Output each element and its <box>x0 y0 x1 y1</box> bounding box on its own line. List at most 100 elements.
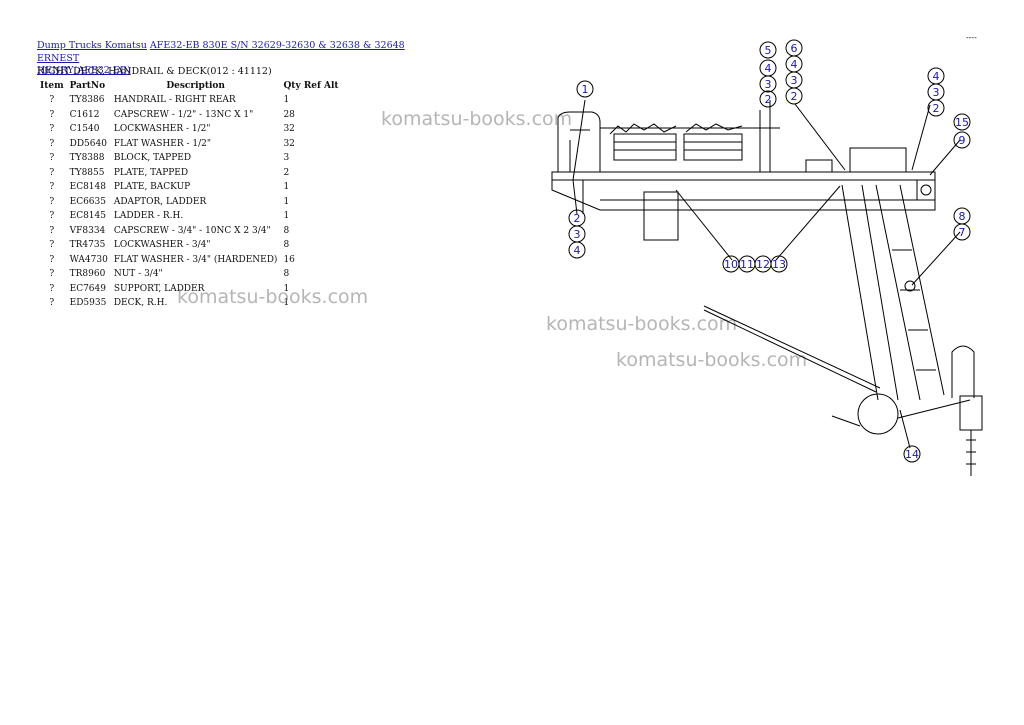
cell-part-number: DD5640 <box>69 138 107 149</box>
callout-number: 4 <box>574 244 581 257</box>
callout-bubble: 8 <box>953 207 971 225</box>
callout-bubble: 5 <box>759 41 777 59</box>
callout-number: 3 <box>765 78 772 91</box>
callout-number: 2 <box>933 102 940 115</box>
cell-description: PLATE, BACKUP <box>113 182 191 193</box>
cell-qty: 16 <box>283 254 295 265</box>
cell-item: ? <box>49 124 55 135</box>
callout-number: 2 <box>765 93 772 106</box>
cell-part-number: TY8386 <box>69 95 105 106</box>
cell-item: ? <box>49 153 55 164</box>
cell-description: DECK, R.H. <box>113 298 168 309</box>
table-row: ? TY8388 BLOCK, TAPPED 3 <box>37 151 342 166</box>
cell-qty: 1 <box>283 283 290 294</box>
cell-qty: 1 <box>283 211 290 222</box>
cell-part-number: TR8960 <box>69 269 106 280</box>
cell-description: LADDER - R.H. <box>113 211 184 222</box>
cell-item: ? <box>49 298 55 309</box>
cell-item: ? <box>49 182 55 193</box>
callout-number: 3 <box>933 86 940 99</box>
callout-number: 9 <box>959 134 966 147</box>
cell-qty: 1 <box>283 182 290 193</box>
cell-part-number: TY8855 <box>69 167 105 178</box>
column-header-qty: Qty Ref Alt <box>283 80 339 91</box>
cell-description: ADAPTOR, LADDER <box>113 196 207 207</box>
callout-number: 2 <box>791 90 798 103</box>
column-header-partno: PartNo <box>69 80 106 91</box>
callout-bubble: 4 <box>568 241 586 259</box>
callout-bubble: 11 <box>738 255 756 273</box>
table-row: ? C1540 LOCKWASHER - 1/2" 32 <box>37 122 342 137</box>
callout-bubble: 15 <box>953 113 971 131</box>
callout-number: 6 <box>791 42 798 55</box>
cell-description: LOCKWASHER - 1/2" <box>113 124 211 135</box>
cell-description: CAPSCREW - 3/4" - 10NC X 2 3/4" <box>113 225 271 236</box>
callout-bubble: 3 <box>759 75 777 93</box>
callout-number: 5 <box>765 44 772 57</box>
cell-part-number: VF8334 <box>69 225 106 236</box>
callout-number: 3 <box>791 74 798 87</box>
callout-number: 1 <box>582 83 589 96</box>
callout-bubble: 2 <box>785 87 803 105</box>
cell-qty: 32 <box>283 124 295 135</box>
cell-description: PLATE, TAPPED <box>113 167 189 178</box>
callout-number: 4 <box>791 58 798 71</box>
callout-number: 7 <box>959 226 966 239</box>
callout-number: 10 <box>724 258 738 271</box>
cell-item: ? <box>49 138 55 149</box>
breadcrumb-link-model-code[interactable]: HENRY(AFE32-EB) <box>37 65 131 76</box>
cell-item: ? <box>49 167 55 178</box>
cell-qty: 8 <box>283 240 290 251</box>
callout-bubble: 4 <box>785 55 803 73</box>
column-header-item: Item <box>40 80 64 91</box>
cell-description: CAPSCREW - 1/2" - 13NC X 1" <box>113 109 254 120</box>
callout-bubble: 12 <box>754 255 772 273</box>
cell-qty: 8 <box>283 225 290 236</box>
callout-number: 11 <box>740 258 754 271</box>
cell-part-number: EC8145 <box>69 211 106 222</box>
cell-description: FLAT WASHER - 3/4" (HARDENED) <box>113 254 278 265</box>
cell-item: ? <box>49 240 55 251</box>
callout-bubble: 2 <box>568 209 586 227</box>
callout-bubble: 10 <box>722 255 740 273</box>
cell-description: HANDRAIL - RIGHT REAR <box>113 95 236 106</box>
callout-bubble: 4 <box>759 59 777 77</box>
cell-part-number: EC8148 <box>69 182 106 193</box>
cell-item: ? <box>49 269 55 280</box>
breadcrumb: Dump Trucks Komatsu AFE32-EB 830E S/N 32… <box>37 40 437 78</box>
cell-part-number: C1540 <box>69 124 100 135</box>
cell-part-number: TY8388 <box>69 153 105 164</box>
callout-bubble: 7 <box>953 223 971 241</box>
callout-bubble: 4 <box>927 67 945 85</box>
cell-part-number: EC7649 <box>69 283 106 294</box>
cell-description: BLOCK, TAPPED <box>113 153 192 164</box>
page-corner-mark: ---- <box>966 33 977 42</box>
callout-bubble: 2 <box>759 90 777 108</box>
breadcrumb-link-dump-trucks[interactable]: Dump Trucks Komatsu <box>37 40 147 51</box>
cell-qty: 8 <box>283 269 290 280</box>
parts-table: Item PartNo Description Qty Ref Alt ?TY8… <box>37 78 342 311</box>
cell-qty: 1 <box>283 95 290 106</box>
cell-qty: 32 <box>283 138 295 149</box>
breadcrumb-link-model[interactable]: AFE32-EB 830E S/N 32629-32630 & 32638 & … <box>37 40 405 64</box>
callout-bubble: 9 <box>953 131 971 149</box>
callout-bubble: 3 <box>927 83 945 101</box>
cell-item: ? <box>49 283 55 294</box>
cell-item: ? <box>49 211 55 222</box>
callout-number: 14 <box>905 448 919 461</box>
cell-qty: 3 <box>283 153 290 164</box>
deck-drawing <box>551 99 983 476</box>
table-row: ? EC8148 PLATE, BACKUP 1 <box>37 180 342 195</box>
cell-part-number: WA4730 <box>69 254 108 265</box>
section-title: RIGHT DECK, HANDRAIL & DECK(012 : 41112) <box>37 66 272 77</box>
cell-item: ? <box>49 109 55 120</box>
